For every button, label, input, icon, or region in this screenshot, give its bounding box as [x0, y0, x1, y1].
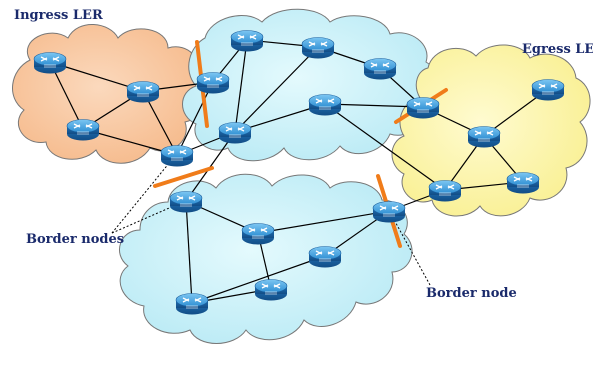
- ingress-ler-label: Ingress LER: [14, 8, 103, 23]
- router-icon: [230, 29, 264, 53]
- border-nodes-label: Border nodes: [26, 232, 124, 247]
- egress-ler-label: Egress LER: [522, 42, 593, 57]
- router-icon: [301, 36, 335, 60]
- router-icon: [241, 222, 275, 246]
- router-icon: [406, 96, 440, 120]
- router-icon: [66, 118, 100, 142]
- router-icon: [467, 125, 501, 149]
- router-icon: [175, 292, 209, 316]
- router-icon: [196, 71, 230, 95]
- router-icon: [506, 171, 540, 195]
- router-icon: [33, 51, 67, 75]
- router-icon: [126, 80, 160, 104]
- router-icon: [372, 200, 406, 224]
- router-icon: [308, 93, 342, 117]
- router-icon: [218, 121, 252, 145]
- router-icon: [308, 245, 342, 269]
- cloud-lower-domain: [119, 173, 413, 344]
- router-icon: [428, 179, 462, 203]
- border-node-label: Border node: [426, 286, 517, 301]
- router-icon: [169, 190, 203, 214]
- cloud-ingress-domain: [12, 24, 205, 164]
- callout-lines: [111, 161, 431, 286]
- router-icon: [363, 57, 397, 81]
- router-icon: [531, 78, 565, 102]
- router-icon: [160, 144, 194, 168]
- router-icon: [254, 278, 288, 302]
